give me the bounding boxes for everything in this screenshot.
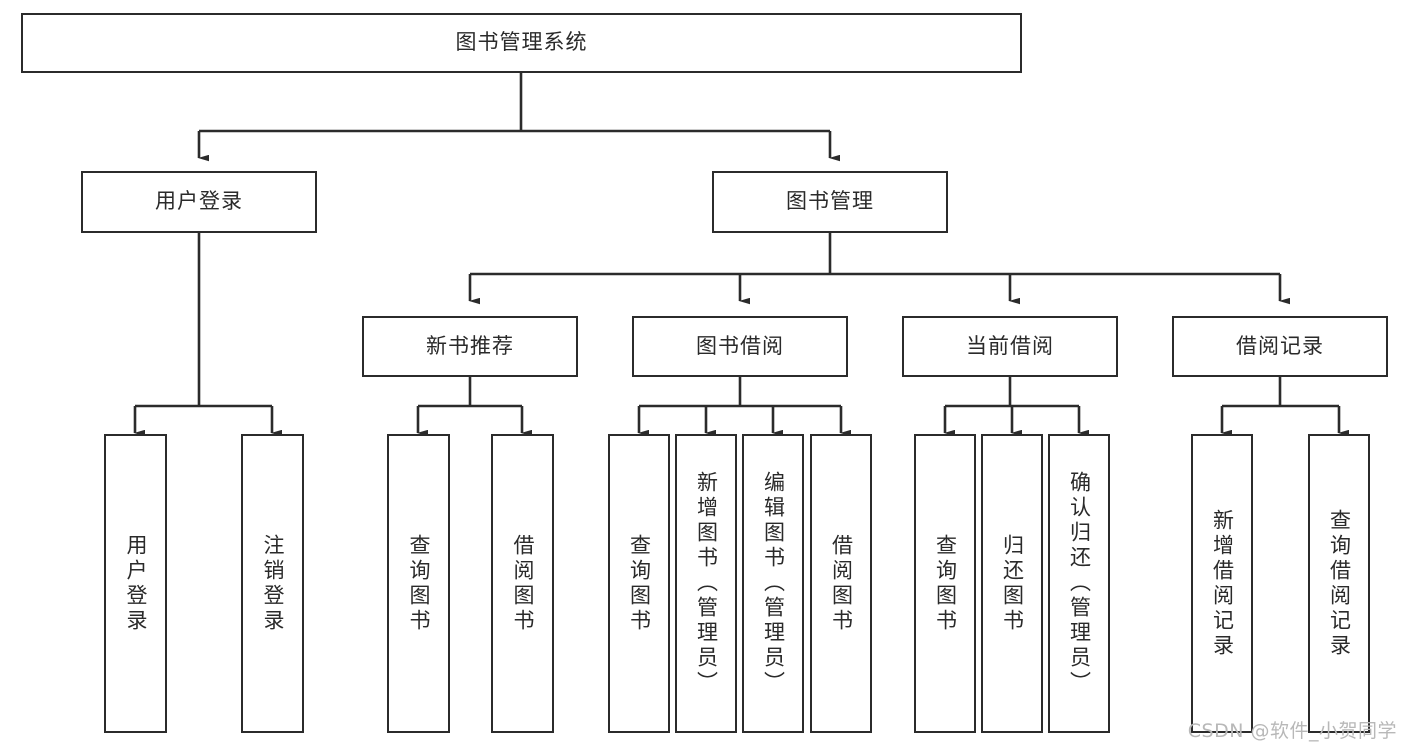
node-label: 当前借阅 [966, 333, 1054, 358]
node-label: 确认归还（管理员） [1067, 471, 1092, 696]
node-new-book-recommend[interactable]: 新书推荐 [362, 316, 578, 377]
node-leaf-confirm-return-admin[interactable]: 确认归还（管理员） [1048, 434, 1110, 733]
node-label: 查询图书 [627, 533, 652, 634]
node-label: 新增图书（管理员） [694, 471, 719, 696]
watermark-text: CSDN @软件_小贺同学 [1187, 720, 1397, 742]
node-label: 注销登录 [261, 533, 285, 634]
node-label: 新增借阅记录 [1210, 508, 1235, 659]
node-label: 图书管理 [786, 189, 874, 214]
node-label: 新书推荐 [426, 333, 514, 358]
node-label: 查询图书 [933, 533, 958, 634]
node-label: 借阅图书 [829, 533, 854, 634]
node-label: 用户登录 [124, 533, 148, 634]
node-leaf-add-book-admin[interactable]: 新增图书（管理员） [675, 434, 737, 733]
node-label: 用户登录 [155, 189, 243, 214]
node-label: 归还图书 [1000, 533, 1025, 634]
node-label: 查询图书 [407, 533, 431, 634]
node-label: 编辑图书（管理员） [761, 471, 786, 696]
node-leaf-logout[interactable]: 注销登录 [241, 434, 304, 733]
node-borrow-record[interactable]: 借阅记录 [1172, 316, 1388, 377]
node-leaf-borrow-book-recommend[interactable]: 借阅图书 [491, 434, 554, 733]
node-label: 借阅记录 [1236, 333, 1324, 358]
node-leaf-query-book-current[interactable]: 查询图书 [914, 434, 976, 733]
node-label: 图书管理系统 [455, 30, 588, 55]
node-leaf-user-login[interactable]: 用户登录 [104, 434, 167, 733]
node-label: 借阅图书 [511, 533, 535, 634]
node-leaf-return-book[interactable]: 归还图书 [981, 434, 1043, 733]
node-label: 图书借阅 [696, 333, 784, 358]
node-book-management[interactable]: 图书管理 [712, 171, 948, 233]
node-current-borrow[interactable]: 当前借阅 [902, 316, 1118, 377]
node-leaf-borrow-book[interactable]: 借阅图书 [810, 434, 872, 733]
node-user-login[interactable]: 用户登录 [81, 171, 317, 233]
node-root-book-management-system[interactable]: 图书管理系统 [21, 13, 1022, 73]
node-leaf-query-borrow-record[interactable]: 查询借阅记录 [1308, 434, 1370, 733]
node-leaf-add-borrow-record[interactable]: 新增借阅记录 [1191, 434, 1253, 733]
node-leaf-query-book-borrow[interactable]: 查询图书 [608, 434, 670, 733]
node-book-borrow[interactable]: 图书借阅 [632, 316, 848, 377]
node-leaf-edit-book-admin[interactable]: 编辑图书（管理员） [742, 434, 804, 733]
node-leaf-query-book-recommend[interactable]: 查询图书 [387, 434, 450, 733]
node-label: 查询借阅记录 [1327, 508, 1352, 659]
